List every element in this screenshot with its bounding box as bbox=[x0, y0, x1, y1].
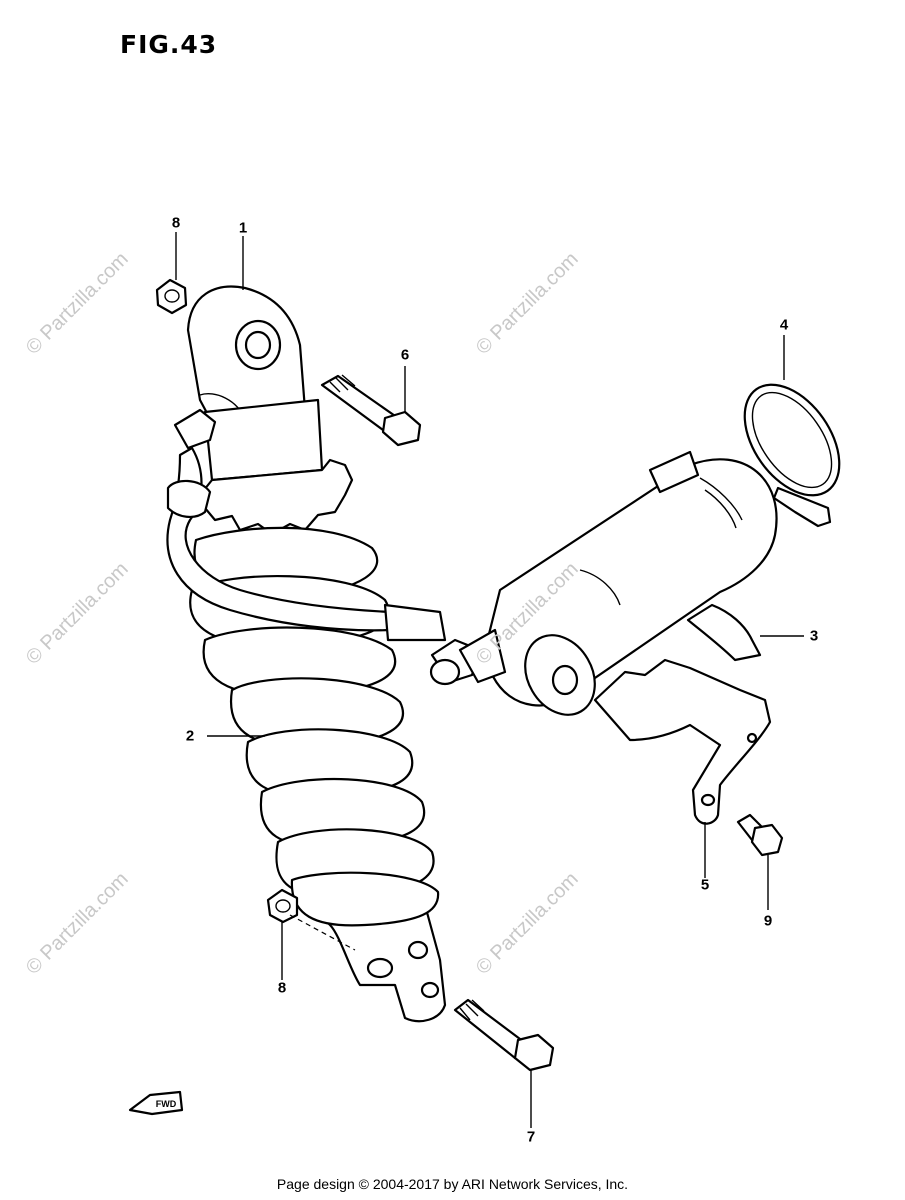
callout-3: 3 bbox=[809, 627, 819, 645]
callout-7: 7 bbox=[526, 1128, 536, 1146]
band-clamp[interactable] bbox=[725, 367, 858, 528]
page-footer: Page design © 2004-2017 by ARI Network S… bbox=[276, 1176, 629, 1192]
callout-6: 6 bbox=[400, 346, 410, 364]
figure-title: FIG.43 bbox=[120, 30, 218, 59]
callout-8-lower: 8 bbox=[277, 979, 287, 997]
callout-9: 9 bbox=[763, 912, 773, 930]
callout-5: 5 bbox=[700, 876, 710, 894]
lower-mount-bolt[interactable] bbox=[453, 998, 555, 1072]
bracket-bolt[interactable] bbox=[736, 813, 784, 857]
upper-mount-bolt[interactable] bbox=[320, 374, 422, 447]
leader-lines bbox=[175, 232, 804, 1128]
coil-spring[interactable] bbox=[189, 526, 440, 927]
callout-8-upper: 8 bbox=[171, 214, 181, 232]
callout-2: 2 bbox=[185, 727, 195, 745]
shock-absorber[interactable] bbox=[173, 285, 447, 1023]
reservoir-hose[interactable] bbox=[166, 446, 482, 686]
callout-4: 4 bbox=[779, 316, 789, 334]
forward-label: FWD bbox=[156, 1099, 177, 1109]
reservoir-canister[interactable] bbox=[458, 450, 778, 727]
upper-nut[interactable] bbox=[155, 278, 188, 315]
callout-1: 1 bbox=[238, 219, 248, 237]
lower-nut[interactable] bbox=[266, 888, 356, 951]
reservoir-rubber-pad[interactable] bbox=[686, 603, 762, 662]
reservoir-bracket[interactable] bbox=[593, 658, 772, 825]
forward-arrow-icon: FWD bbox=[128, 1090, 184, 1116]
